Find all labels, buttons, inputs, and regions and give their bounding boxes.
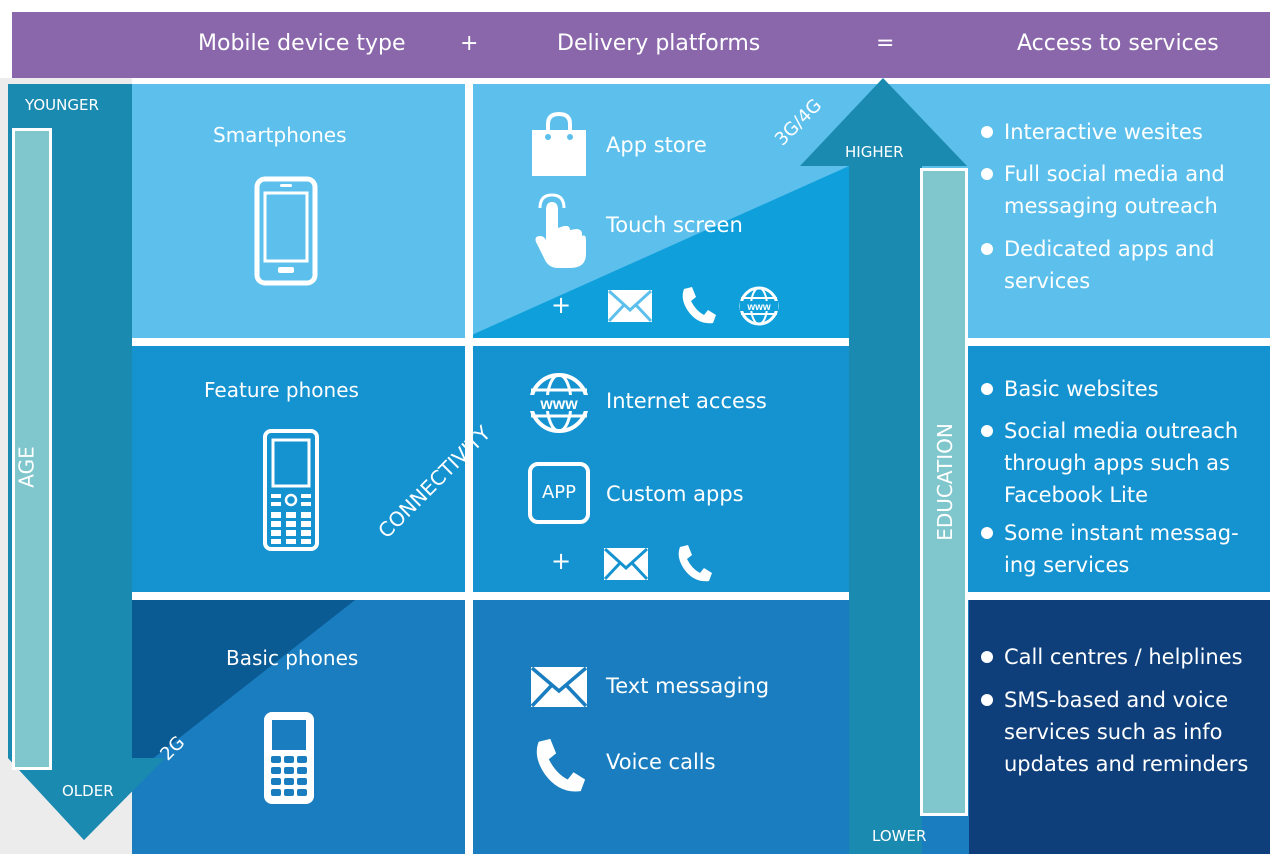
row1-services-cell <box>969 84 1270 338</box>
app-icon <box>528 462 590 524</box>
education-lower-label: LOWER <box>872 827 927 845</box>
row3-platform-1: Text messaging <box>606 674 770 698</box>
row2-plus: + <box>551 547 572 575</box>
education-higher-label: HIGHER <box>845 143 904 161</box>
app-icon-text: APP <box>541 482 577 503</box>
row2-phone-icon <box>678 545 712 582</box>
row2-service-1: Basic websites <box>978 373 1258 405</box>
row1-phone-icon <box>682 287 716 324</box>
row2-services-cell <box>969 346 1270 592</box>
svg-text:www: www <box>746 302 771 313</box>
row1-service-1: Interactive wesites <box>978 116 1258 148</box>
basic-phone-icon <box>264 712 314 804</box>
row3-services-cell <box>969 600 1270 854</box>
row1-envelope-icon <box>607 289 653 323</box>
row2-device-title: Feature phones <box>204 378 359 402</box>
row2-service-3: Some instant messag-ing services <box>978 517 1258 581</box>
shopping-bag-icon <box>532 111 586 176</box>
row1-globe-icon: www <box>739 286 779 326</box>
age-bar <box>12 128 52 770</box>
age-older-label: OLDER <box>62 782 114 800</box>
row3-device-title: Basic phones <box>226 646 359 670</box>
education-label: EDUCATION <box>932 423 957 541</box>
header-platforms: Delivery platforms <box>557 31 761 56</box>
row1-device-title: Smartphones <box>213 123 347 147</box>
gutter-h2 <box>132 592 1270 600</box>
feature-phone-icon <box>263 429 319 551</box>
smartphone-icon <box>254 176 318 286</box>
row2-envelope-icon <box>603 547 649 581</box>
row3-platform-cell <box>473 600 849 854</box>
row2-globe-icon: www <box>529 373 589 433</box>
age-younger-label: YOUNGER <box>25 96 99 114</box>
row1-platform-2: Touch screen <box>606 213 743 237</box>
header-bar <box>12 12 1270 78</box>
svg-text:www: www <box>539 396 578 413</box>
gutter-v1 <box>465 84 473 854</box>
row1-service-2: Full social media and messaging outreach <box>978 158 1258 222</box>
header-device-type: Mobile device type <box>198 31 406 56</box>
row3-phone-icon <box>536 738 586 792</box>
header-services: Access to services <box>1017 31 1219 56</box>
row1-plus: + <box>551 291 572 319</box>
row3-platform-2: Voice calls <box>606 750 716 774</box>
row1-platform-1: App store <box>606 133 707 157</box>
touch-hand-icon <box>535 193 586 268</box>
row3-service-2: SMS-based and voice services such as inf… <box>978 684 1263 780</box>
row3-envelope-icon <box>530 666 588 708</box>
header-equals: = <box>876 31 895 56</box>
gutter-h1 <box>132 338 1270 346</box>
row1-service-3: Dedicated apps and services <box>978 233 1258 297</box>
row2-service-2: Social media outreach through apps such … <box>978 415 1258 511</box>
row2-platform-1: Internet access <box>606 389 767 413</box>
header-plus: + <box>460 31 479 56</box>
education-bar <box>920 168 968 816</box>
row3-service-1: Call centres / helplines <box>978 641 1258 673</box>
row2-platform-2: Custom apps <box>606 482 744 506</box>
row1-device-cell <box>132 84 465 338</box>
